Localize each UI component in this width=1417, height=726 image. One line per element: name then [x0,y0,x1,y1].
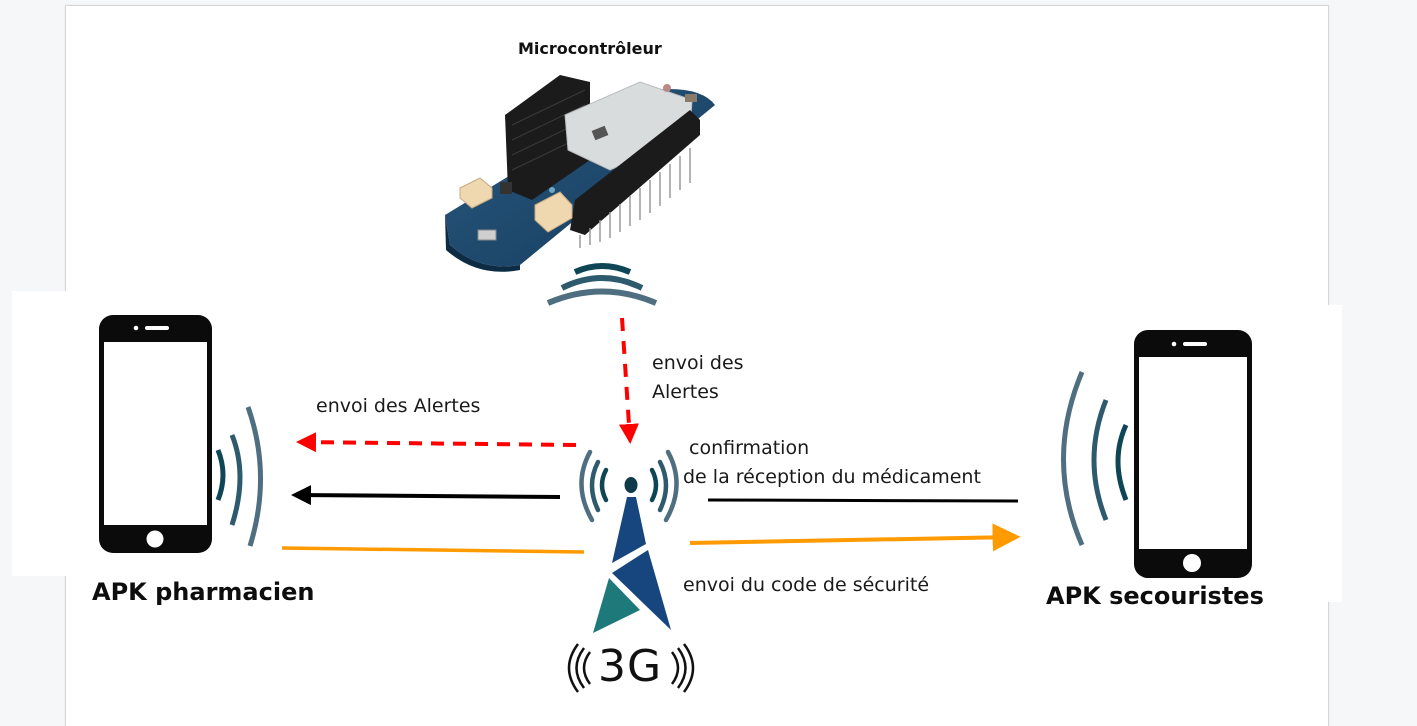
secouristes-wireless-waves-icon [1061,371,1129,546]
confirmation-line-right [707,498,1019,503]
smartphone-secouristes-icon [1134,330,1252,578]
image-background-center [560,291,1010,602]
label-confirmation-line1: confirmation [689,437,810,459]
label-mcu-alerts-line1: envoi des [652,352,744,374]
label-mcu-alerts: envoi des Alertes [652,349,744,407]
smartphone-pharmacien-icon [99,315,212,553]
code-line-left [281,546,585,554]
label-confirmation: confirmation de la réception du médicame… [683,434,981,492]
microcontroller-label: Microcontrôleur [518,39,662,58]
arrow-tower-to-pharmacien-alert [296,432,577,453]
3g-signal-icon [567,643,695,693]
arduino-board-icon [445,75,715,272]
label-security-code: envoi du code de sécurité [683,574,930,596]
pharmacien-label: APK pharmacien [92,578,315,606]
arrow-code-to-secouristes [689,523,1021,552]
mcu-wireless-waves-icon [546,263,658,306]
network-diagram [99,75,1252,693]
label-mcu-alerts-line2: Alertes [652,381,719,403]
cell-tower-icon [579,449,679,633]
label-pharmacien-alerts: envoi des Alertes [316,395,481,417]
label-confirmation-line2: de la réception du médicament [683,466,981,488]
pharmacien-wireless-waves-icon [215,406,263,547]
3g-label: 3G [598,641,663,692]
arrow-mcu-to-tower [618,317,639,444]
arrow-confirmation-to-pharmacien [291,485,561,506]
secouristes-label: APK secouristes [1046,582,1264,610]
